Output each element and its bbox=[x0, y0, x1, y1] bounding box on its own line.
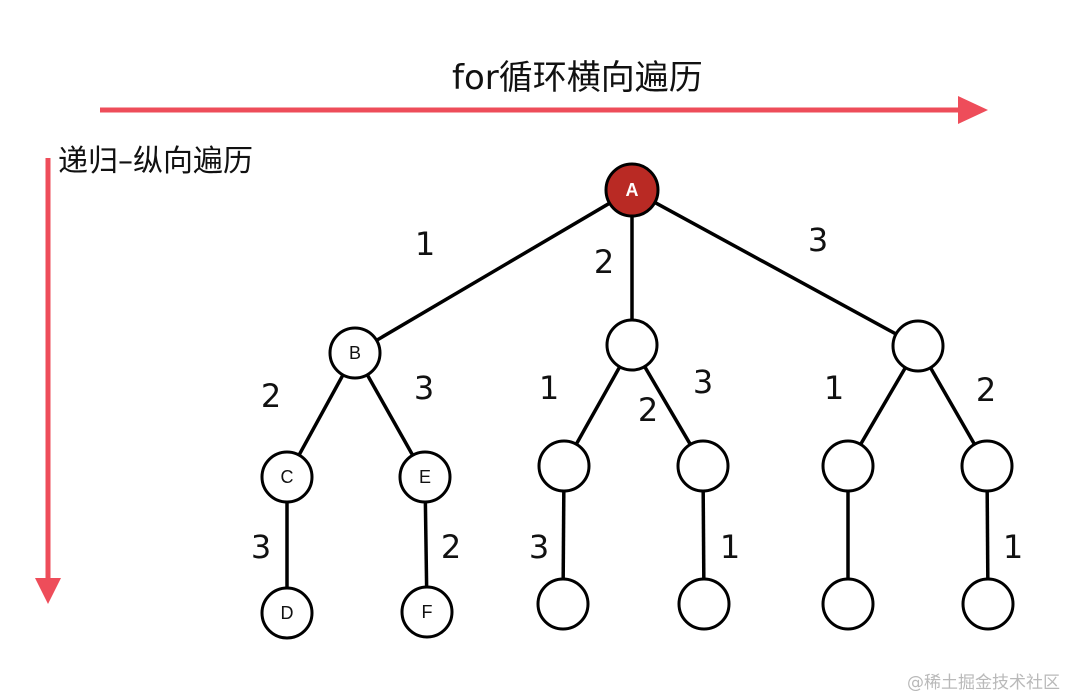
tree-edge-b-e bbox=[365, 373, 415, 457]
tree-node-r2 bbox=[960, 439, 1014, 493]
watermark: @稀土掘金技术社区 bbox=[907, 673, 1060, 693]
tree-node-m1 bbox=[537, 439, 591, 493]
tree-node-b: B bbox=[328, 326, 382, 380]
node-circle bbox=[821, 577, 875, 631]
tree-node-r1 bbox=[821, 439, 875, 493]
node-circle bbox=[677, 577, 731, 631]
vertical-traversal-label: 递归–纵向遍历 bbox=[58, 144, 253, 179]
tree-node-a: A bbox=[604, 162, 660, 218]
edge-label: 2 bbox=[638, 391, 658, 429]
edge-label: 1 bbox=[824, 369, 844, 407]
node-circle bbox=[961, 577, 1015, 631]
tree-edge-m-m1 bbox=[574, 365, 622, 446]
tree-edge-r-r2 bbox=[928, 366, 977, 446]
tree-edge-a-r bbox=[653, 200, 897, 336]
tree-node-m1a bbox=[536, 577, 590, 631]
edge-label: 1 bbox=[1003, 528, 1023, 566]
edge-label: 2 bbox=[976, 371, 996, 409]
node-label: E bbox=[419, 467, 431, 487]
tree-node-m2a bbox=[677, 577, 731, 631]
edge-label: 3 bbox=[414, 369, 434, 407]
node-label: B bbox=[349, 343, 361, 363]
node-label: C bbox=[281, 467, 294, 487]
horizontal-traversal-label: for循环横向遍历 bbox=[452, 58, 703, 98]
node-circle bbox=[400, 585, 454, 639]
tree-node-m2 bbox=[676, 439, 730, 493]
tree-edge-m1-m1a bbox=[561, 490, 566, 580]
tree-edge-r-r1 bbox=[859, 366, 907, 446]
tree-edge-m-m2 bbox=[643, 365, 692, 446]
vertical-arrow-head bbox=[35, 578, 61, 604]
node-circle bbox=[821, 439, 875, 493]
horizontal-arrow-head bbox=[958, 96, 988, 124]
tree-node-e: E bbox=[398, 450, 452, 504]
node-label: F bbox=[422, 602, 433, 622]
edge-label: 3 bbox=[693, 363, 713, 401]
edge-label: 1 bbox=[539, 369, 559, 407]
edge-label: 2 bbox=[594, 243, 614, 281]
tree-node-r bbox=[891, 319, 945, 373]
root-node-circle bbox=[604, 162, 660, 218]
node-circle bbox=[676, 439, 730, 493]
tree-node-r2a bbox=[961, 577, 1015, 631]
tree-edge-e-f bbox=[423, 501, 429, 588]
tree-node-d: D bbox=[260, 586, 314, 640]
tree-edge-a-b bbox=[375, 201, 611, 342]
tree-node-c: C bbox=[260, 450, 314, 504]
edge-label: 3 bbox=[251, 528, 271, 566]
tree-node-m bbox=[605, 318, 659, 372]
edge-label: 3 bbox=[808, 221, 828, 259]
tree-edge-b-c bbox=[297, 374, 345, 456]
node-circle bbox=[605, 318, 659, 372]
node-circle bbox=[398, 450, 452, 504]
node-circle bbox=[260, 586, 314, 640]
node-label: A bbox=[626, 180, 639, 200]
tree-edge-r2-r2a bbox=[985, 490, 990, 580]
edge-label: 1 bbox=[415, 225, 435, 263]
edge-label: 2 bbox=[441, 528, 461, 566]
tree-node-r1a bbox=[821, 577, 875, 631]
node-label: D bbox=[281, 603, 294, 623]
edge-label: 1 bbox=[720, 528, 740, 566]
node-circle bbox=[537, 439, 591, 493]
node-circle bbox=[891, 319, 945, 373]
tree-node-f: F bbox=[400, 585, 454, 639]
edge-label: 3 bbox=[529, 528, 549, 566]
node-circle bbox=[328, 326, 382, 380]
node-circle bbox=[260, 450, 314, 504]
node-circle bbox=[536, 577, 590, 631]
tree-edge-m2-m2a bbox=[701, 490, 706, 580]
edge-label: 2 bbox=[261, 377, 281, 415]
node-circle bbox=[960, 439, 1014, 493]
